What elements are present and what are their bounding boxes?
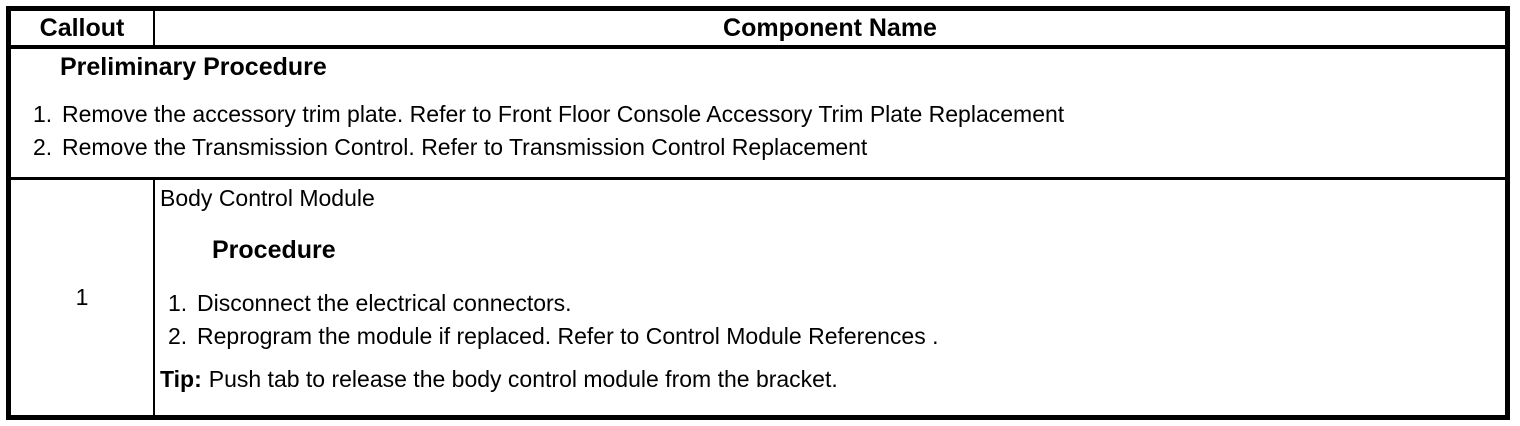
table-header-row: Callout Component Name — [11, 11, 1505, 49]
step-text: Remove the accessory trim plate. Refer t… — [62, 101, 1065, 127]
procedure-step-list: 1. Disconnect the electrical connectors.… — [155, 291, 1505, 348]
header-cell-callout: Callout — [11, 11, 155, 45]
tip-line: Tip:Push tab to release the body control… — [160, 367, 1505, 391]
tip-text: Push tab to release the body control mod… — [208, 366, 838, 392]
preliminary-step-1: 1. Remove the accessory trim plate. Refe… — [11, 102, 1505, 126]
table-row: 1 Body Control Module Procedure 1. Disco… — [11, 180, 1505, 415]
step-number: 1. — [33, 101, 53, 127]
step-text: Reprogram the module if replaced. Refer … — [197, 323, 939, 349]
component-cell: Body Control Module Procedure 1. Disconn… — [155, 180, 1505, 415]
callout-cell: 1 — [11, 180, 155, 415]
preliminary-step-list: 1. Remove the accessory trim plate. Refe… — [11, 102, 1505, 159]
procedure-title: Procedure — [212, 236, 336, 264]
procedure-step-2: 2. Reprogram the module if replaced. Ref… — [155, 324, 1505, 348]
step-text: Remove the Transmission Control. Refer t… — [62, 134, 868, 160]
preliminary-procedure-title: Preliminary Procedure — [60, 53, 327, 81]
procedure-step-1: 1. Disconnect the electrical connectors. — [155, 291, 1505, 315]
step-number: 2. — [168, 323, 188, 349]
preliminary-step-2: 2. Remove the Transmission Control. Refe… — [11, 135, 1505, 159]
step-number: 2. — [33, 134, 53, 160]
tip-label: Tip: — [160, 366, 202, 392]
component-name: Body Control Module — [160, 185, 375, 211]
preliminary-procedure-row: Preliminary Procedure 1. Remove the acce… — [11, 49, 1505, 180]
header-cell-component-name: Component Name — [723, 14, 937, 42]
component-callout-table: Callout Component Name Preliminary Proce… — [6, 6, 1510, 420]
step-number: 1. — [168, 290, 188, 316]
step-text: Disconnect the electrical connectors. — [197, 290, 572, 316]
